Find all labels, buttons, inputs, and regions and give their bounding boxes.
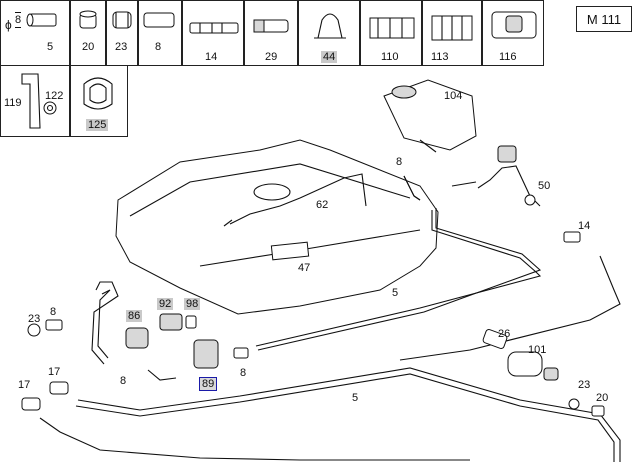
- filter-holder-icon: [491, 11, 537, 39]
- nut-icon: [43, 101, 57, 115]
- callout-17-a[interactable]: 17: [48, 366, 61, 378]
- legend-label-8: 8: [155, 41, 162, 53]
- legend-label-44: 44: [321, 51, 338, 63]
- legend-label-116: 116: [499, 51, 517, 63]
- fuel-filter[interactable]: [482, 329, 605, 417]
- callout-8-b[interactable]: 8: [240, 367, 247, 379]
- legend-cell-5[interactable]: ϕ 8 5: [0, 0, 70, 66]
- legend-label-20: 20: [82, 41, 95, 53]
- callout-5-mid[interactable]: 5: [392, 287, 399, 299]
- callout-101[interactable]: 101: [528, 344, 547, 356]
- callout-8-top[interactable]: 8: [396, 156, 403, 168]
- legend-cell-44[interactable]: 44: [298, 0, 360, 66]
- hose-clip-icon: [83, 77, 113, 110]
- legend-cell-119-122[interactable]: 119 122: [0, 65, 70, 137]
- callout-92[interactable]: 92: [157, 298, 174, 310]
- legend-label-110: 110: [381, 51, 399, 63]
- tube-end-icon: [253, 19, 289, 33]
- diameter-symbol: ϕ: [5, 18, 12, 32]
- fuel-tank[interactable]: [115, 139, 439, 315]
- connector-icon: [189, 22, 239, 34]
- callout-86[interactable]: 86: [126, 310, 143, 322]
- legend-label-119: 119: [4, 97, 22, 109]
- callout-98[interactable]: 98: [184, 298, 201, 310]
- legend-label-29: 29: [265, 51, 278, 63]
- switchover-valve[interactable]: [125, 313, 219, 381]
- retainer-icon: [431, 15, 473, 41]
- legend-cell-8[interactable]: 8: [138, 0, 182, 66]
- engine-label: M 111: [576, 6, 632, 32]
- callout-47[interactable]: 47: [298, 262, 311, 274]
- callout-20-right[interactable]: 20: [596, 392, 609, 404]
- callout-26[interactable]: 26: [498, 328, 511, 340]
- purge-valve[interactable]: [451, 145, 541, 207]
- callout-23-right[interactable]: 23: [578, 379, 591, 391]
- charcoal-canister[interactable]: [383, 79, 477, 153]
- clip-holder-icon: [369, 17, 415, 39]
- sleeve-icon: [79, 10, 97, 29]
- callout-8-a[interactable]: 8: [120, 375, 127, 387]
- legend-label-14: 14: [205, 51, 218, 63]
- callout-104[interactable]: 104: [444, 90, 463, 102]
- legend-label-122: 122: [45, 90, 64, 102]
- callout-8-left[interactable]: 8: [50, 306, 57, 318]
- diameter-value: 8: [15, 12, 22, 28]
- bracket-icon: [21, 73, 41, 129]
- callout-14[interactable]: 14: [578, 220, 591, 232]
- hose-icon: [26, 13, 57, 27]
- callout-89[interactable]: 89: [199, 377, 218, 391]
- callout-23-left[interactable]: 23: [28, 313, 41, 325]
- legend-label-23: 23: [115, 41, 128, 53]
- legend-label-113: 113: [431, 51, 449, 63]
- pipe-clip-icon: [314, 13, 346, 39]
- legend-cell-125[interactable]: 125: [70, 65, 128, 137]
- short-hose-icon: [143, 12, 175, 28]
- legend-cell-29[interactable]: 29: [244, 0, 298, 66]
- legend-label-125: 125: [86, 119, 109, 131]
- callout-62[interactable]: 62: [316, 199, 329, 211]
- clamp-icon: [112, 11, 132, 29]
- legend-label-5: 5: [47, 41, 54, 53]
- callout-17-b[interactable]: 17: [18, 379, 31, 391]
- callout-5-low[interactable]: 5: [352, 392, 359, 404]
- callout-50[interactable]: 50: [538, 180, 551, 192]
